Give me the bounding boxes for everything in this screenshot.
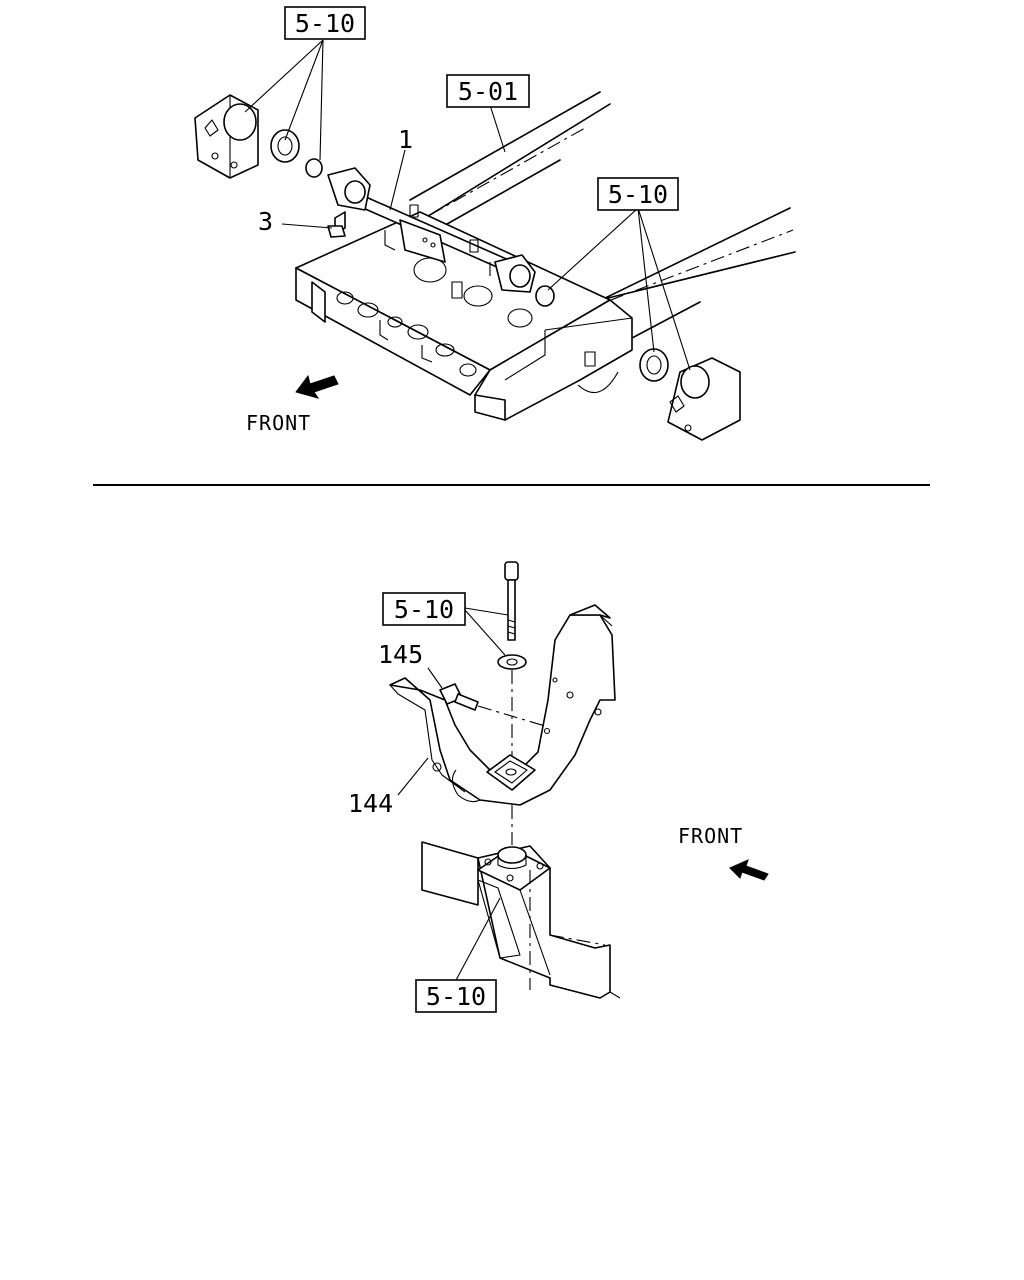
cross-member <box>295 211 633 421</box>
part-number-1: 1 <box>398 125 413 154</box>
left-bushing-set <box>194 94 323 179</box>
bolt-3 <box>327 211 346 238</box>
shaft-assembly <box>327 167 536 293</box>
lower-mount <box>421 805 621 999</box>
ref-label: 5-10 <box>608 180 668 209</box>
right-bushing-set <box>535 285 741 441</box>
top-leaders <box>244 39 691 371</box>
ref-box-top-right: 5-10 <box>597 177 679 211</box>
ref-box-top-left: 5-10 <box>284 6 366 40</box>
front-label-bottom: FRONT <box>678 824 743 848</box>
top-assembly: 5-10 5-01 5-10 1 3 FRONT <box>194 6 796 441</box>
part-number-144: 144 <box>348 789 393 818</box>
ref-label: 5-10 <box>426 982 486 1011</box>
front-arrow-top-icon <box>295 374 339 399</box>
ref-box-bottom-lower: 5-10 <box>415 979 497 1013</box>
long-bolt <box>497 561 527 760</box>
part-number-145: 145 <box>378 640 423 669</box>
ref-box-bottom-upper: 5-10 <box>382 592 466 626</box>
ref-label: 5-10 <box>394 595 454 624</box>
ref-label: 5-10 <box>295 9 355 38</box>
ref-label: 5-01 <box>458 77 518 106</box>
bottom-leaders <box>397 607 509 983</box>
front-arrow-bottom-icon <box>729 859 769 881</box>
bottom-assembly: 5-10 5-10 145 144 FRONT <box>348 561 769 1013</box>
front-label-top: FRONT <box>246 411 311 435</box>
ref-box-top-frame: 5-01 <box>446 74 530 108</box>
bolt-145 <box>439 683 546 727</box>
part-number-3: 3 <box>258 207 273 236</box>
bracket-144 <box>389 604 616 806</box>
